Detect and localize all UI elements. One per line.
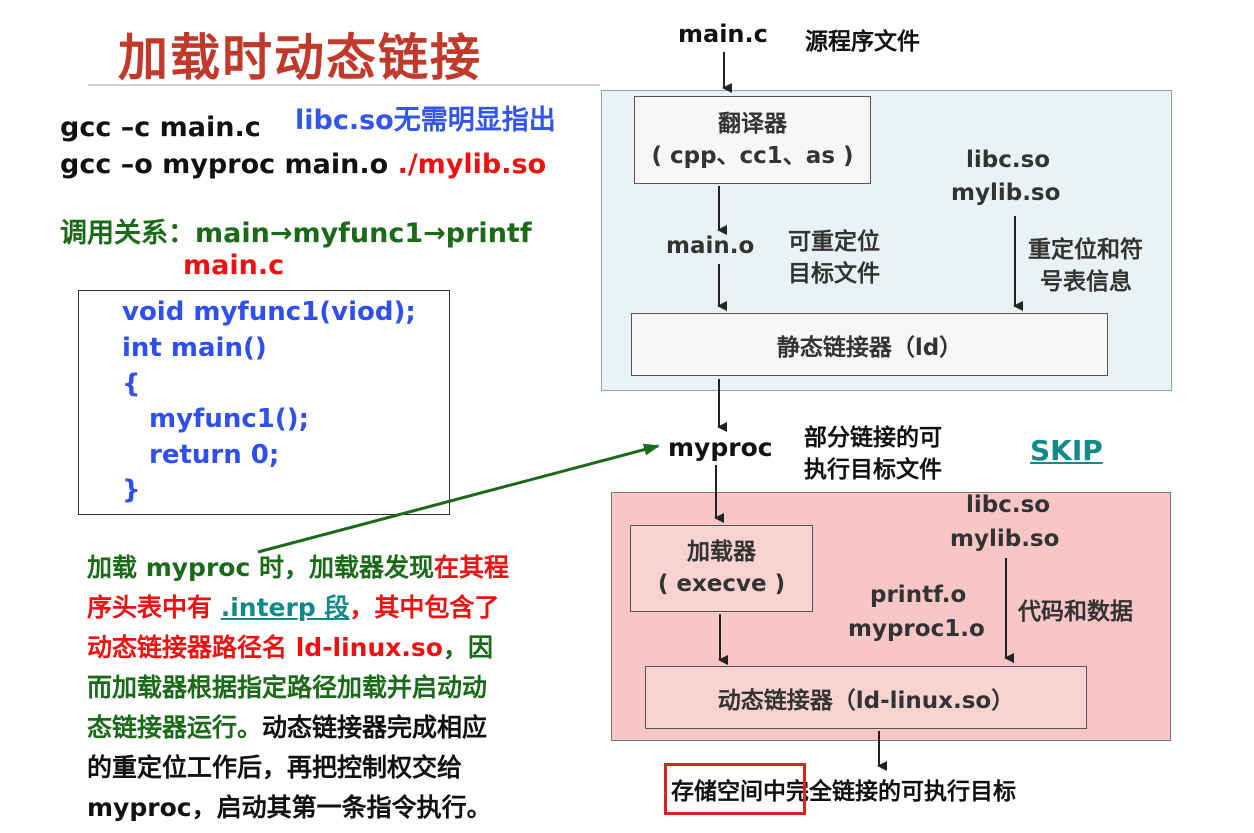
dynamic-linker-box xyxy=(645,666,1087,729)
partial-exec-label-1: 部分链接的可 xyxy=(804,425,942,451)
skip-link[interactable]: SKIP xyxy=(1030,434,1103,467)
para-text: 而加载器根据指定路径加载并启动动 xyxy=(87,673,488,702)
green-arrow xyxy=(257,443,660,554)
para-text: ，其中包含了 xyxy=(349,593,500,622)
para-text: 在其程 xyxy=(433,553,509,582)
gcc-link-prefix: gcc –o myproc main.o xyxy=(60,149,398,180)
reloc-info-label-1: 重定位和符 xyxy=(1028,237,1143,263)
loader-box xyxy=(630,525,813,612)
static-linker-label: 静态链接器（ld） xyxy=(776,335,963,361)
code-data-label: 代码和数据 xyxy=(1018,599,1133,625)
translator-label: 翻译器 ( cpp、cc1、as ) xyxy=(634,108,871,172)
para-text: 的重定位工作后，再把控制权交给 xyxy=(87,753,463,782)
para-text: 动态链接器路径名 ld-linux.so xyxy=(87,633,443,662)
relocatable-label-2: 目标文件 xyxy=(788,261,880,287)
loader-call: ( execve ) xyxy=(657,571,786,597)
translator-name: 翻译器 xyxy=(718,111,787,137)
dynamic-linker-label: 动态链接器（ld-linux.so） xyxy=(717,688,1015,714)
mylib-path: ./mylib.so xyxy=(397,149,547,180)
highlight-box xyxy=(664,763,806,815)
libc-note: libc.so无需明显指出 xyxy=(295,105,556,136)
gcc-link-command: gcc –o myproc main.o ./mylib.so xyxy=(60,149,546,180)
para-text: myproc，启动其第一条指令执行。 xyxy=(87,793,492,822)
mylib-so-label-2: mylib.so xyxy=(950,526,1060,552)
para-text: 加载 myproc 时，加载器发现 xyxy=(87,553,434,582)
title-divider xyxy=(88,84,600,86)
reloc-info-label-2: 号表信息 xyxy=(1040,269,1132,295)
main-c-label: main.c xyxy=(678,20,768,48)
code-line: myfunc1(); xyxy=(149,404,310,434)
explanation-paragraph: 加载 myproc 时，加载器发现在其程 序头表中有 .interp 段，其中包… xyxy=(87,548,587,828)
para-text: ，因 xyxy=(442,633,493,662)
code-box: void myfunc1(viod); int main() { myfunc1… xyxy=(78,290,450,515)
loader-label: 加载器 ( execve ) xyxy=(630,536,813,600)
code-line: return 0; xyxy=(149,440,280,470)
code-line: void myfunc1(viod); xyxy=(122,297,416,327)
myproc1-o-label: myproc1.o xyxy=(848,616,985,642)
interp-section-link[interactable]: .interp 段 xyxy=(220,593,350,622)
code-line: int main() xyxy=(122,333,267,363)
code-line: } xyxy=(122,475,141,505)
printf-o-label: printf.o xyxy=(870,582,967,608)
call-relation: 调用关系：main→myfunc1→printf xyxy=(60,218,532,249)
main-o-label: main.o xyxy=(666,233,755,259)
para-text: 序头表中有 xyxy=(87,593,221,622)
myproc-label: myproc xyxy=(668,433,773,462)
source-file-label: 源程序文件 xyxy=(805,29,920,55)
para-text: 动态链接器完成相应 xyxy=(262,713,488,742)
libc-so-label: libc.so xyxy=(966,147,1051,173)
loader-name: 加载器 xyxy=(687,539,756,565)
translator-box xyxy=(634,96,871,184)
gcc-compile-command: gcc –c main.c xyxy=(60,112,261,143)
static-linker-box xyxy=(631,313,1108,376)
page-title: 加载时动态链接 xyxy=(118,29,482,87)
code-file-label: main.c xyxy=(183,250,285,281)
libc-so-label-2: libc.so xyxy=(966,492,1051,518)
code-line: { xyxy=(122,369,141,399)
para-text: 态链接器运行。 xyxy=(87,713,263,742)
partial-exec-label-2: 执行目标文件 xyxy=(804,457,942,483)
relocatable-label-1: 可重定位 xyxy=(788,229,880,255)
result-label: 存储空间中完全链接的可执行目标 xyxy=(671,779,1016,805)
mylib-so-label: mylib.so xyxy=(951,180,1061,206)
translator-tools: ( cpp、cc1、as ) xyxy=(651,143,854,169)
